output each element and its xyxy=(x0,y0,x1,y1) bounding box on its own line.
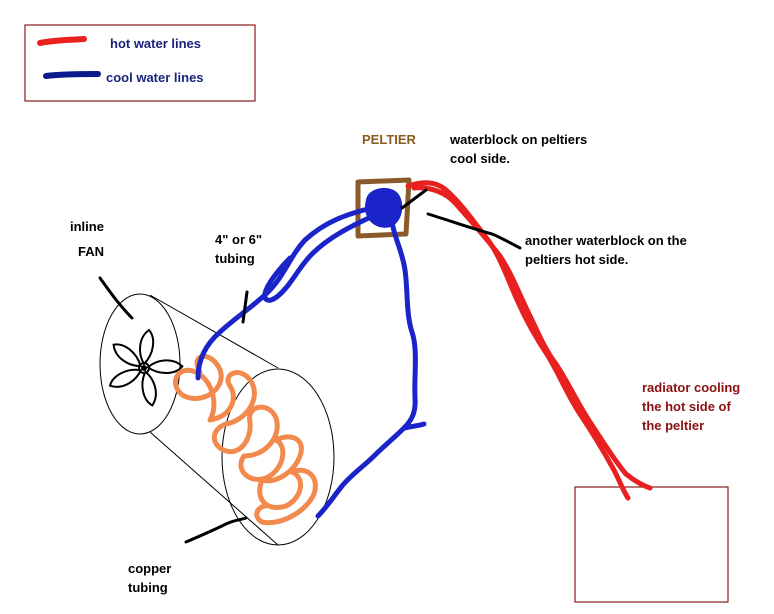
cool-waterblock-label-line2: cool side. xyxy=(450,151,510,166)
tubing-label: 4" or 6" tubing xyxy=(215,230,262,268)
copper-pointer xyxy=(184,516,248,544)
peltier-frame xyxy=(355,177,412,239)
peltier-label: PELTIER xyxy=(362,132,416,147)
legend-hot-swatch xyxy=(37,36,87,46)
copper-label: copper tubing xyxy=(128,559,171,597)
copper-label-line1: copper xyxy=(128,561,172,576)
copper-label-line2: tubing xyxy=(128,580,168,595)
hot-waterblock-label-line2: peltiers hot side. xyxy=(525,252,629,267)
fan-duct xyxy=(99,293,335,546)
fan-icon xyxy=(108,328,184,407)
tubing-label-line1: 4" or 6" xyxy=(215,232,263,247)
radiator-label-line3: the peltier xyxy=(642,418,705,433)
pointer-lines xyxy=(98,188,522,544)
cool-line-return xyxy=(315,219,418,519)
cool-waterblock-label: waterblock on peltiers cool side. xyxy=(450,130,587,168)
hot-line-outer xyxy=(405,180,631,501)
hot-waterblock-label: another waterblock on the peltiers hot s… xyxy=(525,231,687,269)
legend-cool-swatch xyxy=(43,71,101,79)
legend-cool-label: cool water lines xyxy=(106,70,204,85)
tubing-label-line2: tubing xyxy=(215,251,255,266)
cool-waterblock-label-line1: waterblock on peltiers xyxy=(450,132,588,147)
hot-waterblock-label-line1: another waterblock on the xyxy=(525,233,687,248)
legend-hot-label: hot water lines xyxy=(110,36,202,51)
duct-back-ring xyxy=(221,368,335,546)
cool-line-upper-b xyxy=(262,209,385,303)
fan-pointer xyxy=(98,276,134,320)
copper-coil xyxy=(173,353,318,526)
radiator-label-line2: the hot side of xyxy=(642,399,731,414)
radiator-label-line1: radiator cooling xyxy=(642,380,741,395)
tubing-pointer xyxy=(241,290,249,324)
radiator-label: radiator cooling the hot side of the pel… xyxy=(642,378,740,435)
cool-water-lines xyxy=(195,203,427,519)
cool-line-upper-a xyxy=(195,203,383,381)
fan-label-line1: inline xyxy=(70,219,104,234)
fan-label: inline FAN xyxy=(70,217,104,261)
fan-label-line2: FAN xyxy=(78,244,104,259)
cool-line-return-tail xyxy=(402,421,427,431)
hot-water-lines xyxy=(405,180,653,501)
cool-block-pointer xyxy=(400,188,428,210)
hot-line-inner xyxy=(411,185,653,491)
hot-block-pointer xyxy=(426,212,522,250)
radiator-box xyxy=(574,486,729,603)
